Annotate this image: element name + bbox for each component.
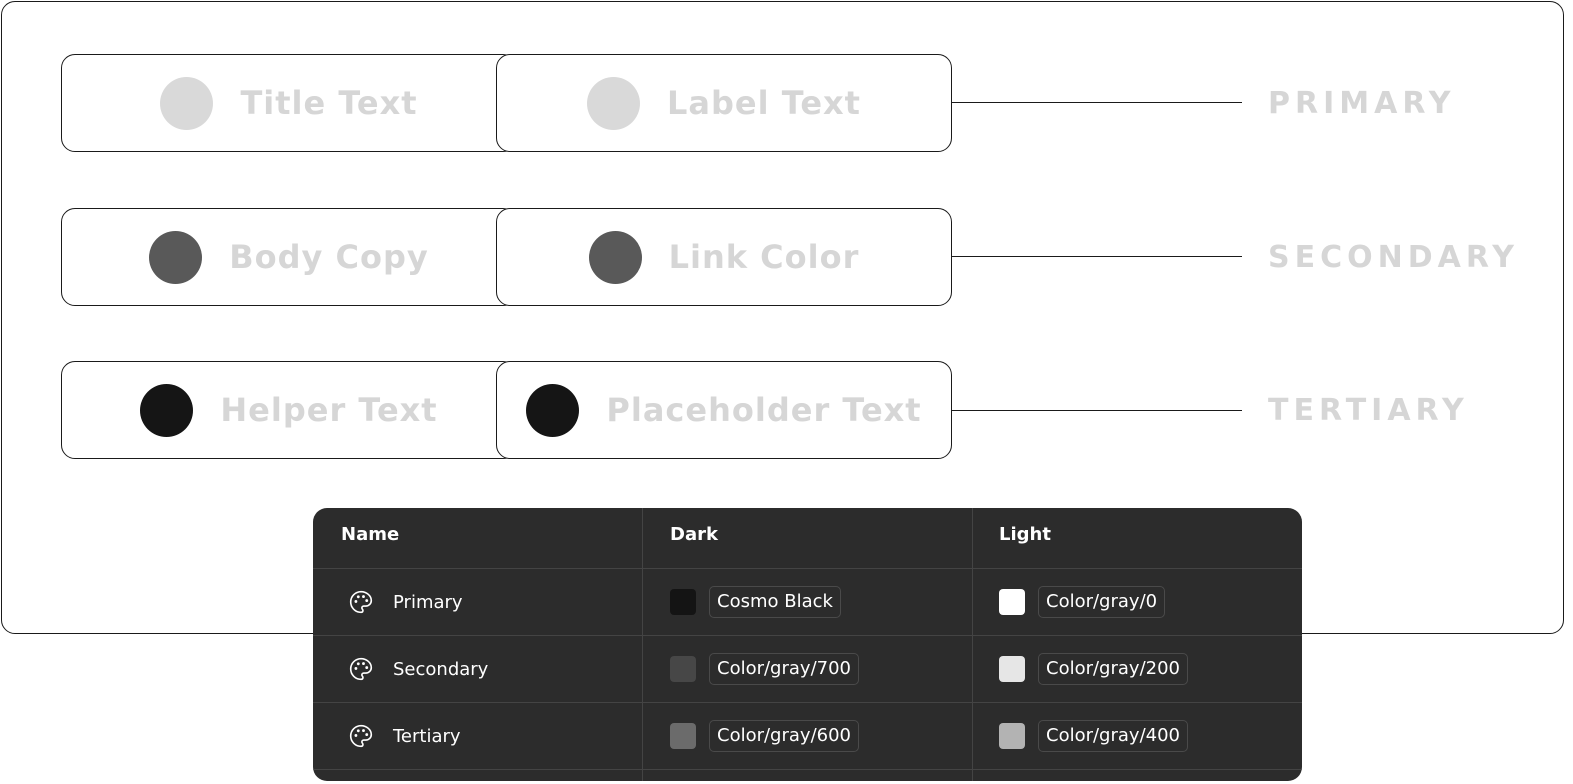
color-dot [149, 230, 203, 284]
palette-icon [349, 590, 373, 614]
header-light: Light [999, 524, 1051, 545]
light-token-cell[interactable]: Color/gray/0 [999, 569, 1166, 635]
dark-token-cell[interactable]: Color/gray/600 [670, 703, 859, 769]
pill-link-color: Link Color [496, 208, 952, 306]
palette-icon [349, 724, 373, 748]
pill-label: Label Text [667, 84, 861, 122]
color-dot [140, 383, 194, 437]
table-row-name[interactable]: Secondary [348, 636, 488, 702]
dark-token-cell[interactable]: Cosmo Black [670, 569, 841, 635]
pill-placeholder-text: Placeholder Text [496, 361, 952, 459]
connector-line [952, 102, 1242, 103]
pill-label: Link Color [668, 238, 860, 276]
column-divider [972, 508, 973, 781]
token-chip: Color/gray/600 [709, 720, 859, 752]
column-divider [642, 508, 643, 781]
color-swatch [670, 589, 696, 615]
row-name-label: Secondary [393, 658, 489, 680]
color-dot [587, 76, 641, 130]
pill-label-text: Label Text [496, 54, 952, 152]
color-swatch [670, 656, 696, 682]
pill-label: Body Copy [229, 238, 429, 276]
pill-helper-text: Helper Text [61, 361, 517, 459]
token-chip: Color/gray/700 [709, 653, 859, 685]
color-dot [588, 230, 642, 284]
color-swatch [670, 723, 696, 749]
row-name-label: Tertiary [393, 725, 461, 747]
table-row-name[interactable]: Tertiary [348, 703, 461, 769]
token-chip: Color/gray/0 [1038, 586, 1166, 618]
row-divider [313, 568, 1302, 569]
tier-label-tertiary: TERTIARY [1268, 393, 1469, 428]
light-token-cell[interactable]: Color/gray/400 [999, 703, 1188, 769]
color-dot [526, 383, 580, 437]
row-divider [313, 702, 1302, 703]
token-chip: Color/gray/400 [1038, 720, 1188, 752]
header-dark: Dark [670, 524, 718, 545]
color-swatch [999, 723, 1025, 749]
color-swatch [999, 656, 1025, 682]
color-token-table: Name Dark Light Primary Cosmo Black Colo… [313, 508, 1302, 781]
row-divider [313, 769, 1302, 770]
tier-label-secondary: SECONDARY [1268, 240, 1520, 275]
row-name-label: Primary [393, 591, 463, 613]
header-name: Name [341, 524, 400, 545]
connector-line [952, 410, 1242, 411]
token-chip: Color/gray/200 [1038, 653, 1188, 685]
tier-label-primary: PRIMARY [1268, 86, 1456, 121]
row-divider [313, 635, 1302, 636]
pill-label: Placeholder Text [606, 391, 922, 429]
pill-title-text: Title Text [61, 54, 517, 152]
pill-label: Title Text [240, 84, 418, 122]
pill-label: Helper Text [220, 391, 438, 429]
palette-icon [349, 657, 373, 681]
pill-body-copy: Body Copy [61, 208, 517, 306]
color-dot [160, 76, 214, 130]
dark-token-cell[interactable]: Color/gray/700 [670, 636, 859, 702]
color-swatch [999, 589, 1025, 615]
token-chip: Cosmo Black [709, 586, 841, 618]
light-token-cell[interactable]: Color/gray/200 [999, 636, 1188, 702]
table-row-name[interactable]: Primary [348, 569, 463, 635]
connector-line [952, 256, 1242, 257]
